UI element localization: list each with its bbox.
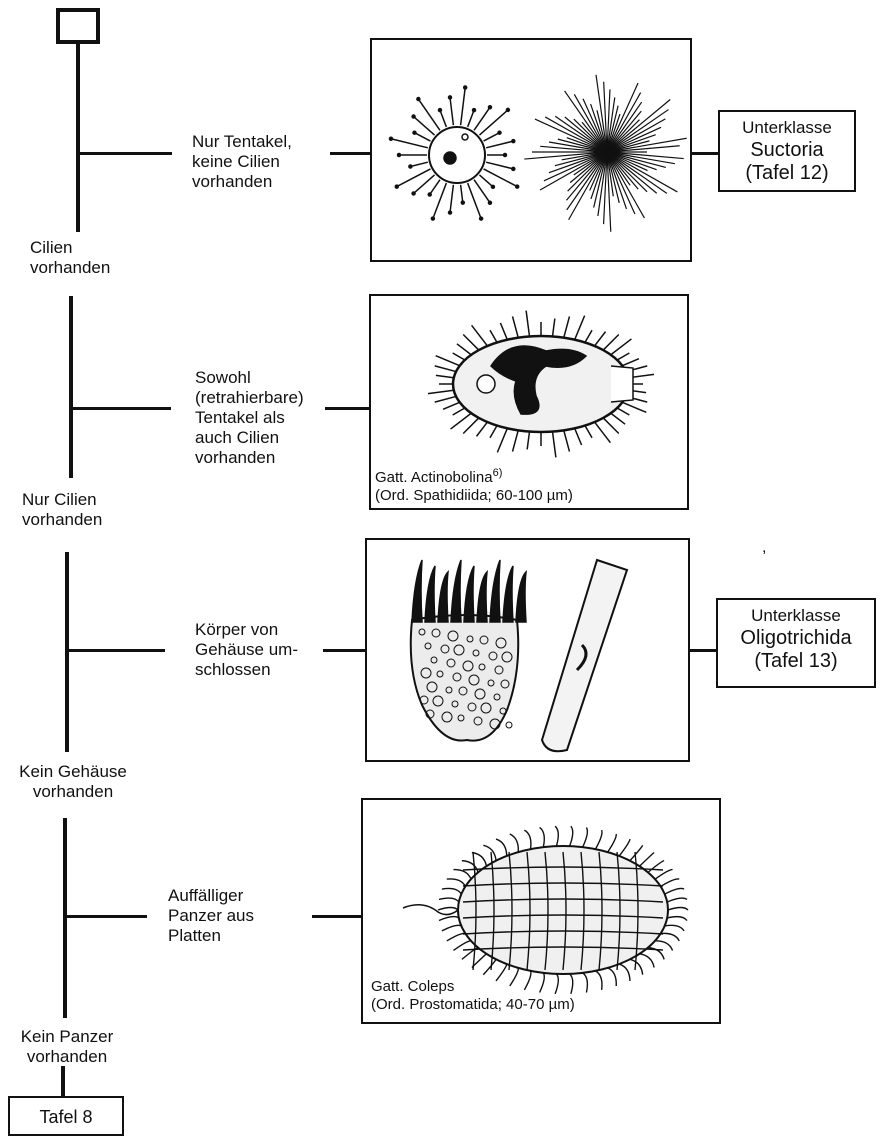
suctoria-cell-right: [524, 75, 686, 232]
result-tafel8: Tafel 8: [8, 1096, 124, 1136]
branch-line-3: [67, 649, 165, 652]
image-box-oligotrichida: [365, 538, 690, 762]
result-oligotrichida: Unterklasse Oligotrichida (Tafel 13): [716, 598, 876, 688]
branch-line-2: [71, 407, 171, 410]
connector-3: [323, 649, 365, 652]
caption-actinobolina: Gatt. Actinobolina6) (Ord. Spathidiida; …: [375, 464, 573, 505]
start-square: [56, 8, 100, 44]
connector-4: [312, 915, 362, 918]
image-box-coleps: Gatt. Coleps (Ord. Prostomatida; 40-70 µ…: [361, 798, 721, 1024]
trunk-segment-3: [65, 552, 69, 752]
branch-line-4: [65, 915, 147, 918]
suctoria-cell-left: [389, 86, 518, 220]
branch-line-1: [78, 152, 172, 155]
branch-tentacles-only: Nur Tentakel, keine Cilien vorhanden: [192, 132, 292, 192]
image-box-actinobolina: Gatt. Actinobolina6) (Ord. Spathidiida; …: [369, 294, 689, 510]
connector-to-suctoria: [692, 152, 718, 155]
branch-body-enclosed: Körper von Gehäuse um- schlossen: [195, 620, 298, 680]
trunk-segment-1: [76, 44, 80, 232]
trunk-segment-2: [69, 296, 73, 478]
trunk-segment-5: [61, 1066, 65, 1096]
suctoria-illustration: [372, 40, 692, 262]
image-box-suctoria: [370, 38, 692, 262]
stray-mark: ,: [762, 538, 766, 558]
result-suctoria: Unterklasse Suctoria (Tafel 12): [718, 110, 856, 192]
connector-1: [330, 152, 370, 155]
connector-2: [325, 407, 369, 410]
trunk-segment-4: [63, 818, 67, 1018]
branch-tentacles-and-cilia: Sowohl (retrahierbare) Tentakel als auch…: [195, 368, 304, 468]
branch-armor-plates: Auffälliger Panzer aus Platten: [168, 886, 254, 946]
caption-coleps: Gatt. Coleps (Ord. Prostomatida; 40-70 µ…: [371, 978, 575, 1014]
oligotrichida-illustration: [367, 540, 690, 762]
connector-to-oligotrichida: [690, 649, 718, 652]
